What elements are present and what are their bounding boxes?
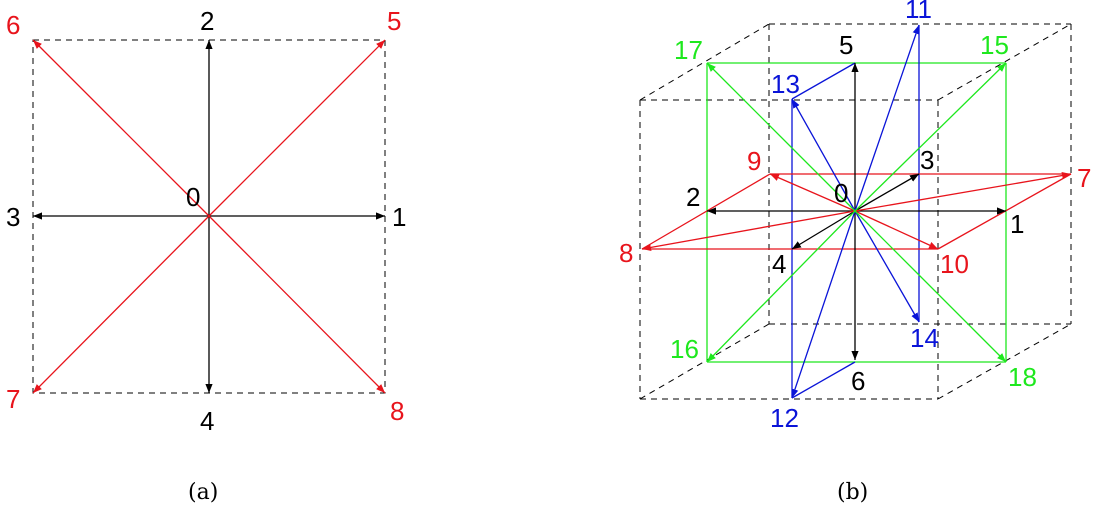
label-a-3: 3	[6, 202, 20, 232]
label-b-0: 0	[834, 178, 848, 208]
panel-b: 0 1 2 3 4 5 6 7 8 9 10 11 12 13 14 15 16…	[619, 0, 1091, 505]
arrow-b-18	[854, 210, 1007, 363]
arrow-a-7	[32, 215, 210, 394]
label-b-13: 13	[771, 69, 800, 99]
label-a-5: 5	[387, 6, 401, 36]
label-b-18: 18	[1008, 362, 1037, 392]
arrow-b-9	[769, 173, 856, 212]
label-b-17: 17	[674, 35, 703, 65]
caption-b: (b)	[837, 480, 868, 505]
label-b-5: 5	[839, 30, 853, 60]
arrow-b-4	[791, 210, 856, 250]
arrow-b-14	[854, 210, 920, 323]
label-b-16: 16	[670, 334, 699, 364]
label-b-4: 4	[772, 249, 786, 279]
label-b-12: 12	[770, 403, 799, 433]
label-b-10: 10	[940, 249, 969, 279]
arrow-b-17	[706, 62, 856, 212]
label-b-9: 9	[747, 146, 761, 176]
label-a-0: 0	[186, 182, 200, 212]
arrow-b-15	[854, 62, 1007, 212]
label-a-6: 6	[6, 10, 20, 40]
arrow-b-7	[854, 171, 1072, 212]
arrow-b-13	[791, 98, 856, 212]
label-a-4: 4	[200, 406, 214, 436]
panel-b-dashed-cube	[639, 23, 1072, 400]
label-b-14: 14	[910, 323, 939, 353]
arrow-b-11	[854, 24, 920, 212]
arrow-a-5	[208, 39, 386, 217]
panel-a: 0 1 2 3 4 5 6 7 8 (a)	[6, 6, 406, 505]
arrow-b-8	[641, 210, 856, 251]
arrow-a-6	[32, 39, 210, 217]
label-a-7: 7	[6, 384, 20, 414]
label-b-7: 7	[1077, 163, 1091, 193]
arrow-b-3	[854, 173, 920, 212]
label-b-1: 1	[1010, 209, 1024, 239]
label-b-8: 8	[619, 238, 633, 268]
label-b-11: 11	[905, 0, 932, 24]
arrow-a-8	[208, 215, 386, 394]
label-a-2: 2	[200, 6, 214, 36]
arrow-b-12	[791, 210, 856, 399]
arrow-b-16	[706, 210, 856, 363]
caption-a: (a)	[188, 480, 218, 505]
label-b-2: 2	[686, 182, 700, 212]
label-b-3: 3	[920, 145, 934, 175]
label-a-8: 8	[390, 396, 404, 426]
label-b-15: 15	[980, 30, 1009, 60]
arrow-b-10	[854, 210, 939, 250]
label-b-6: 6	[851, 366, 865, 396]
label-a-1: 1	[392, 202, 406, 232]
